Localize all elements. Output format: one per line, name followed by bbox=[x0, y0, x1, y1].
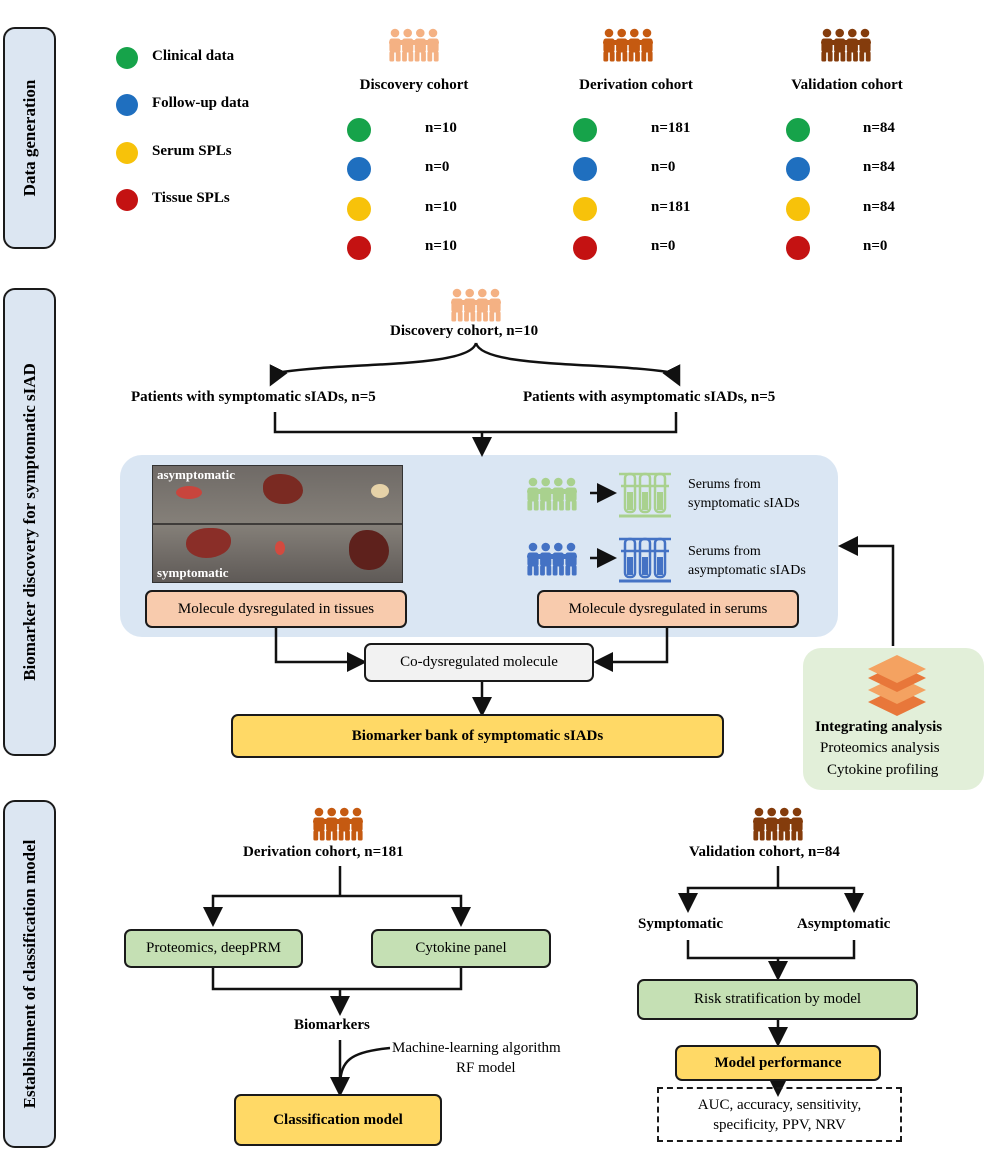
section-biomarker-discovery: Biomarker discovery for symptomatic sIAD bbox=[3, 288, 56, 756]
model-performance-box: Model performance bbox=[675, 1045, 881, 1081]
discovery-people-icon bbox=[389, 29, 439, 62]
serum-asymptomatic-label-line2: asymptomatic sIADs bbox=[688, 563, 806, 578]
validation-tissue-value: n=0 bbox=[863, 238, 888, 254]
ml-algorithm-label-line1: Machine-learning algorithm bbox=[392, 1040, 561, 1056]
derivation-section-people-icon bbox=[313, 808, 363, 841]
discovery-clinical-dot bbox=[347, 118, 371, 142]
section-biomarker-discovery-label: Biomarker discovery for symptomatic sIAD bbox=[19, 363, 39, 681]
tissue-sample-4 bbox=[186, 528, 231, 558]
discovery-serum-value: n=10 bbox=[425, 199, 457, 215]
tissue-sample-2 bbox=[263, 474, 303, 504]
discovery-followup-dot bbox=[347, 157, 371, 181]
classification-model-box: Classification model bbox=[234, 1094, 442, 1146]
validation-section-people-icon bbox=[753, 808, 803, 841]
tissue-photo: asymptomatic symptomatic bbox=[152, 465, 403, 583]
derivation-cohort-label: Derivation cohort, n=181 bbox=[243, 844, 404, 860]
validation-cohort-title: Validation cohort bbox=[791, 77, 903, 93]
tissue-sample-5 bbox=[275, 541, 285, 555]
validation-followup-value: n=84 bbox=[863, 159, 895, 175]
symptomatic-label: Symptomatic bbox=[638, 916, 723, 932]
legend-dot-followup bbox=[116, 94, 138, 116]
validation-people-icon bbox=[821, 29, 871, 62]
legend-label-clinical: Clinical data bbox=[152, 48, 235, 64]
validation-clinical-dot bbox=[786, 118, 810, 142]
biomarkers-label: Biomarkers bbox=[294, 1017, 370, 1033]
validation-followup-dot bbox=[786, 157, 810, 181]
discovery-clinical-value: n=10 bbox=[425, 120, 457, 136]
derivation-tissue-dot bbox=[573, 236, 597, 260]
symptomatic-patients-label: Patients with symptomatic sIADs, n=5 bbox=[131, 389, 376, 405]
section-data-generation: Data generation bbox=[3, 27, 56, 249]
tissue-sample-1 bbox=[176, 486, 202, 499]
discovery-cohort-label: Discovery cohort, n=10 bbox=[390, 323, 539, 339]
validation-cohort-label: Validation cohort, n=84 bbox=[689, 844, 840, 860]
section-classification-label: Establishment of classification model bbox=[19, 839, 39, 1109]
integrating-analysis-title: Integrating analysis bbox=[815, 719, 943, 735]
section-classification: Establishment of classification model bbox=[3, 800, 56, 1148]
photo-label-symptomatic: symptomatic bbox=[157, 565, 229, 580]
validation-serum-dot bbox=[786, 197, 810, 221]
derivation-followup-dot bbox=[573, 157, 597, 181]
co-dysregulated-box: Co-dysregulated molecule bbox=[364, 643, 594, 682]
validation-clinical-value: n=84 bbox=[863, 120, 895, 136]
serum-symptomatic-label-line1: Serums from bbox=[688, 477, 761, 492]
derivation-serum-dot bbox=[573, 197, 597, 221]
legend-label-tissue: Tissue SPLs bbox=[152, 190, 230, 206]
tissue-sample-6 bbox=[349, 530, 389, 570]
legend-dot-clinical bbox=[116, 47, 138, 69]
discovery-section-people-icon bbox=[451, 289, 501, 322]
discovery-followup-value: n=0 bbox=[425, 159, 450, 175]
derivation-serum-value: n=181 bbox=[651, 199, 691, 215]
derivation-clinical-value: n=181 bbox=[651, 120, 691, 136]
legend-label-followup: Follow-up data bbox=[152, 95, 250, 111]
biomarker-bank-box: Biomarker bank of symptomatic sIADs bbox=[231, 714, 724, 758]
ml-algorithm-label-line2: RF model bbox=[456, 1060, 516, 1076]
derivation-people-icon bbox=[603, 29, 653, 62]
validation-tissue-dot bbox=[786, 236, 810, 260]
legend-dot-tissue bbox=[116, 189, 138, 211]
discovery-serum-dot bbox=[347, 197, 371, 221]
metrics-line2: specificity, PPV, NRV bbox=[713, 1117, 846, 1133]
derivation-cohort-title: Derivation cohort bbox=[579, 77, 693, 93]
serum-dysregulated-box: Molecule dysregulated in serums bbox=[537, 590, 799, 628]
section-data-generation-label: Data generation bbox=[19, 79, 39, 197]
validation-serum-value: n=84 bbox=[863, 199, 895, 215]
derivation-tissue-value: n=0 bbox=[651, 238, 676, 254]
integrating-analysis-line1: Proteomics analysis bbox=[820, 740, 940, 756]
serum-asymptomatic-label-line1: Serums from bbox=[688, 544, 761, 559]
legend-dot-serum bbox=[116, 142, 138, 164]
discovery-tissue-dot bbox=[347, 236, 371, 260]
discovery-cohort-title: Discovery cohort bbox=[359, 77, 469, 93]
derivation-followup-value: n=0 bbox=[651, 159, 676, 175]
serum-symptomatic-label-line2: symptomatic sIADs bbox=[688, 496, 800, 511]
discovery-tissue-value: n=10 bbox=[425, 238, 457, 254]
asymptomatic-label: Asymptomatic bbox=[797, 916, 891, 932]
risk-stratification-box: Risk stratification by model bbox=[637, 979, 918, 1020]
proteomics-box: Proteomics, deepPRM bbox=[124, 929, 303, 968]
cytokine-panel-box: Cytokine panel bbox=[371, 929, 551, 968]
tissue-dysregulated-box: Molecule dysregulated in tissues bbox=[145, 590, 407, 628]
asymptomatic-patients-label: Patients with asymptomatic sIADs, n=5 bbox=[523, 389, 776, 405]
metrics-box: AUC, accuracy, sensitivity, specificity,… bbox=[657, 1087, 902, 1142]
metrics-line1: AUC, accuracy, sensitivity, bbox=[697, 1097, 862, 1113]
photo-label-asymptomatic: asymptomatic bbox=[157, 467, 235, 482]
integrating-analysis-line2: Cytokine profiling bbox=[827, 762, 939, 778]
derivation-clinical-dot bbox=[573, 118, 597, 142]
tissue-sample-3 bbox=[371, 484, 389, 498]
legend-label-serum: Serum SPLs bbox=[152, 143, 232, 159]
